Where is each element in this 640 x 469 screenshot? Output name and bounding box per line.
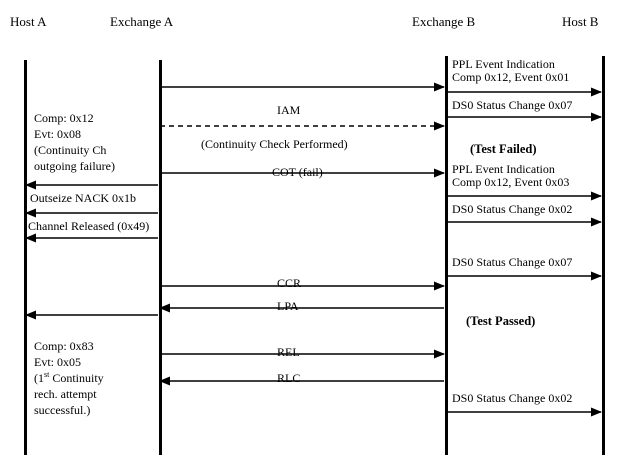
note-line: Evt: 0x08 (34, 127, 81, 141)
ds0-status-change-0x07-a-label: DS0 Status Change 0x07 (452, 98, 573, 112)
note-line: Evt: 0x05 (34, 355, 81, 369)
rlc-arrow-label: RLC (277, 371, 301, 385)
ppl-event-indication-1-label: PPL Event Indication Comp 0x12, Event 0x… (452, 57, 570, 84)
ppl-event-indication-2-label: PPL Event Indication Comp 0x12, Event 0x… (452, 162, 570, 189)
column-header-host-b: Host B (562, 14, 599, 29)
note-line: outgoing failure) (34, 159, 115, 173)
column-header-exchange-a: Exchange A (110, 14, 174, 29)
lifeline-exchange-a (159, 60, 162, 455)
channel-released-label: Channel Released (0x49) (28, 219, 150, 233)
column-header-host-a: Host A (10, 14, 47, 29)
lifeline-host-a (24, 60, 27, 455)
note-line: Comp: 0x83 (34, 339, 94, 353)
lpa-arrow-label: LPA (277, 299, 299, 313)
ds0-status-change-0x07-b-label: DS0 Status Change 0x07 (452, 255, 573, 269)
rel-arrow-label: REL (277, 345, 300, 359)
iam-arrow-sublabel: (Continuity Check Performed) (201, 137, 348, 151)
note-line: Comp: 0x12 (34, 111, 94, 125)
test-passed-label: (Test Passed) (466, 314, 536, 328)
lifeline-host-b (602, 56, 605, 455)
ds0-status-change-0x02-a-label: DS0 Status Change 0x02 (452, 202, 573, 216)
note-line: (Continuity Ch (34, 143, 107, 157)
note-line: successful.) (34, 403, 91, 417)
iam-arrow-label: IAM (277, 103, 301, 117)
ds0-status-change-0x02-b-label: DS0 Status Change 0x02 (452, 391, 573, 405)
lifeline-exchange-b (445, 56, 448, 455)
cot-fail-arrow-label: COT (fail) (272, 165, 323, 179)
note-line: rech. attempt (34, 387, 97, 401)
test-failed-label: (Test Failed) (470, 142, 537, 156)
column-header-exchange-b: Exchange B (412, 14, 476, 29)
note-line: (1st Continuity (34, 370, 104, 386)
outseize-nack-label: Outseize NACK 0x1b (30, 191, 136, 205)
ccr-arrow-label: CCR (277, 276, 302, 290)
